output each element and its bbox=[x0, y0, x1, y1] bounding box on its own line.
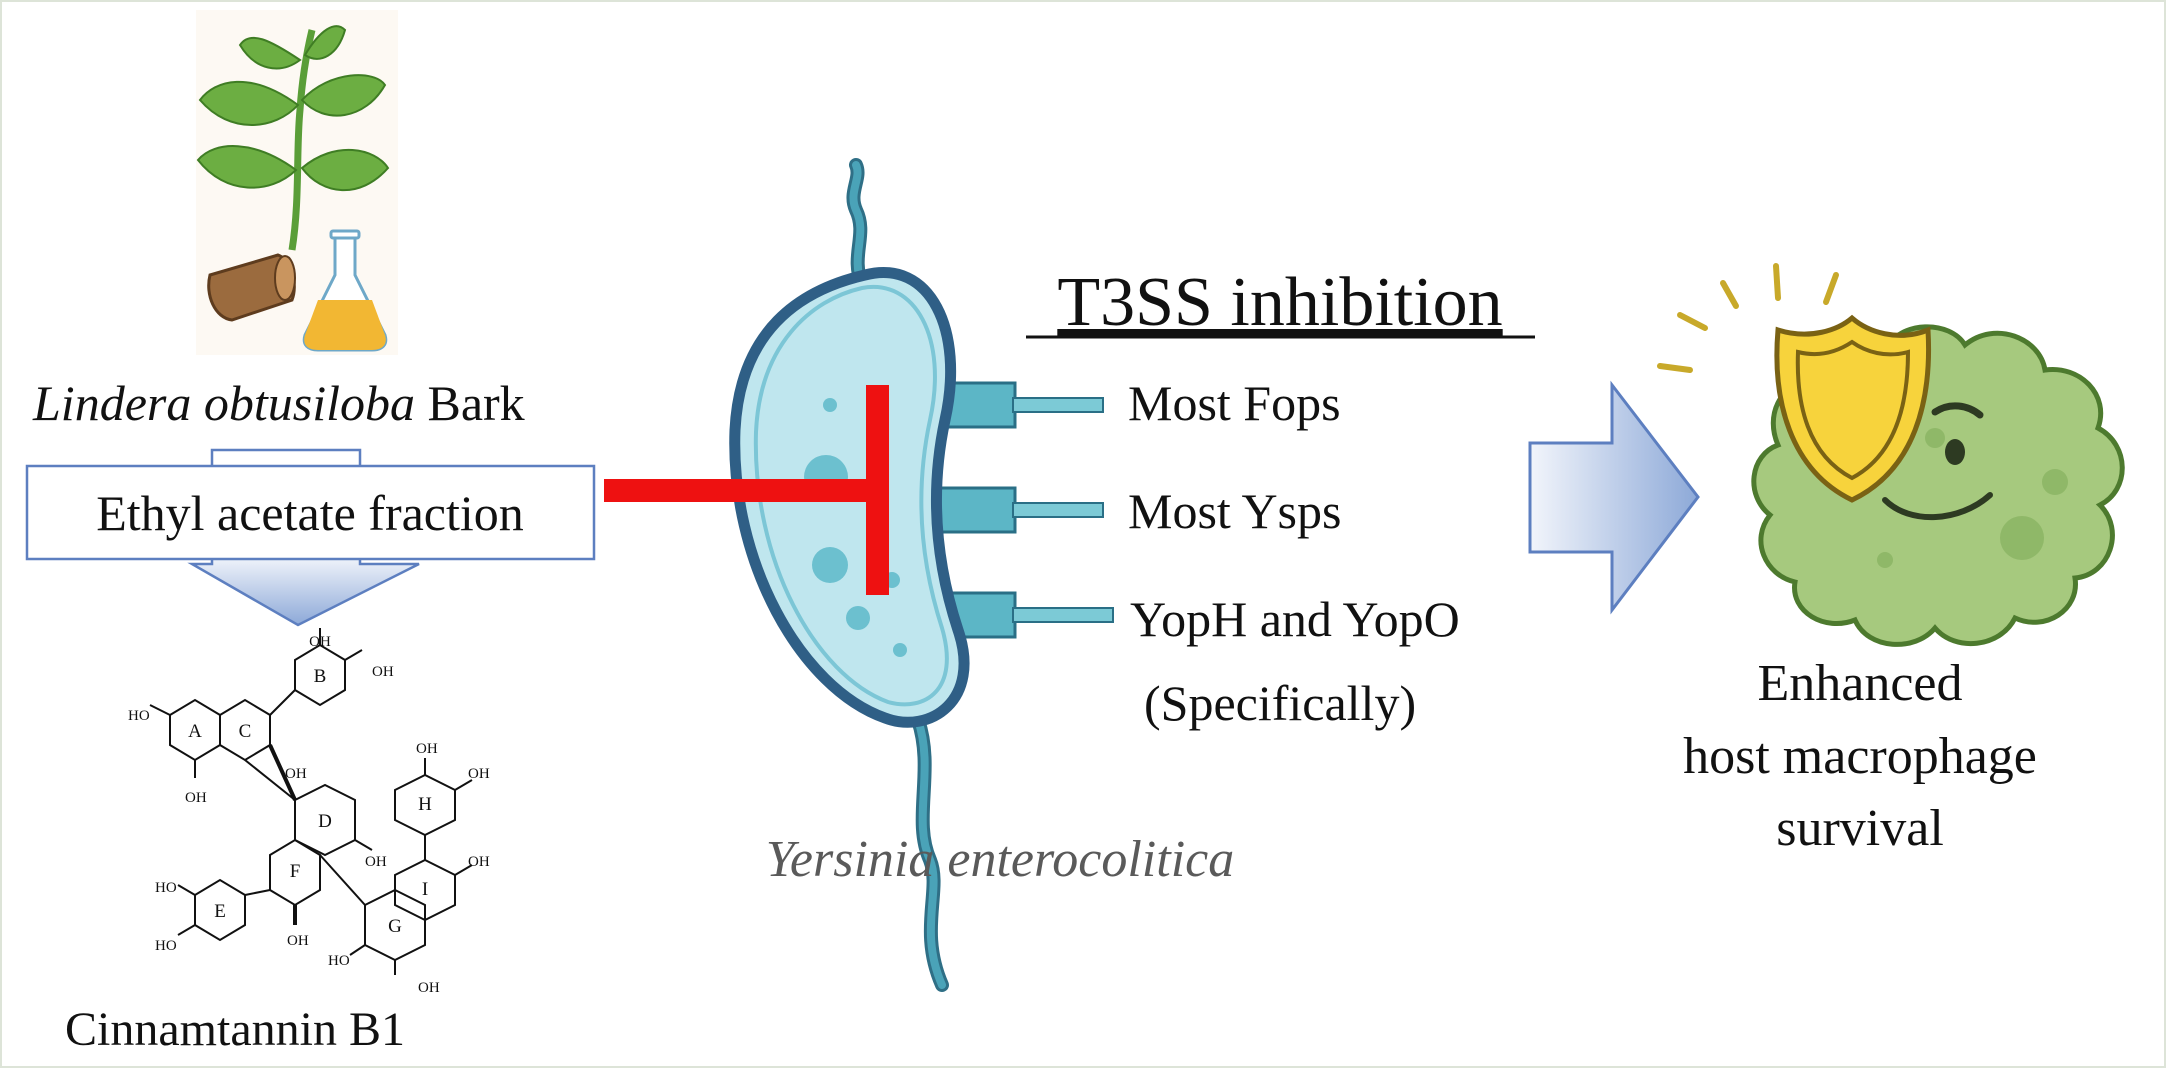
plant-leaves bbox=[196, 25, 390, 192]
oh-label-h2: OH bbox=[468, 766, 490, 782]
ho-label-g: HO bbox=[328, 953, 350, 969]
inhibition-bar-vertical bbox=[866, 385, 889, 595]
bacterium-inner-membrane bbox=[753, 284, 949, 707]
secretion-systems bbox=[933, 381, 1114, 639]
shield-glow-rays bbox=[1657, 263, 1839, 373]
plant-species-name: Lindera obtusiloba bbox=[32, 375, 415, 431]
t3ss-item-ysps: Most Ysps bbox=[1128, 483, 1341, 539]
outcome-line-3: survival bbox=[1776, 800, 1944, 857]
bacterium-name: Yersinia enterocolitica bbox=[766, 831, 1234, 888]
outcome-line-2: host macrophage bbox=[1683, 728, 2037, 785]
t3ss-item-yoph-yopo: YopH and YopO bbox=[1130, 591, 1460, 647]
fraction-label: Ethyl acetate fraction bbox=[96, 485, 524, 541]
ring-label-i: I bbox=[422, 879, 428, 900]
ho-label-a: HO bbox=[128, 708, 150, 724]
oh-label-b1: OH bbox=[309, 634, 331, 650]
bark-piece bbox=[207, 253, 296, 322]
oh-label-h1: OH bbox=[416, 741, 438, 757]
ring-label-a: A bbox=[188, 721, 202, 742]
ring-label-b: B bbox=[314, 666, 327, 687]
t3ss-item-fops: Most Fops bbox=[1128, 375, 1341, 431]
plant-part-name: Bark bbox=[427, 375, 524, 431]
right-arrow bbox=[1528, 380, 1700, 615]
flagellum-bottom bbox=[914, 716, 946, 989]
plant-caption: Lindera obtusiloba Bark bbox=[32, 375, 525, 431]
macrophage-smile bbox=[1882, 492, 1993, 520]
ring-label-h: H bbox=[418, 794, 432, 815]
t3ss-heading: T3SS inhibition bbox=[1057, 264, 1502, 341]
inhibition-symbol bbox=[604, 385, 889, 595]
shield-icon bbox=[1774, 314, 1932, 503]
ring-label-d: D bbox=[318, 811, 332, 832]
outcome-line-1: Enhanced bbox=[1757, 655, 1962, 712]
down-arrow bbox=[187, 554, 420, 627]
fraction-box bbox=[25, 464, 596, 561]
oh-label-i: OH bbox=[468, 854, 490, 870]
ring-label-e: E bbox=[214, 901, 226, 922]
macrophage-eyebrow bbox=[1931, 402, 1984, 419]
ring-label-f: F bbox=[290, 861, 301, 882]
flask bbox=[302, 229, 388, 352]
macrophage-eye-right bbox=[1945, 439, 1965, 465]
oh-label-f: OH bbox=[287, 933, 309, 949]
ring-label-g: G bbox=[388, 916, 402, 937]
oh-label-b2: OH bbox=[372, 664, 394, 680]
flagellum-top bbox=[849, 161, 866, 289]
oh-label-d: OH bbox=[365, 854, 387, 870]
inhibition-bar-horizontal bbox=[604, 479, 879, 502]
oh-label-c: OH bbox=[285, 766, 307, 782]
macrophage-illustration bbox=[1657, 263, 2125, 647]
oh-label-a: OH bbox=[185, 790, 207, 806]
oh-label-g: OH bbox=[418, 980, 440, 996]
compound-name: Cinnamtannin B1 bbox=[65, 1003, 405, 1056]
chemical-labels: A B C D E F G H I OH OH HO OH OH OH HO H… bbox=[128, 634, 490, 996]
t3ss-item-specifically: (Specifically) bbox=[1144, 675, 1416, 731]
ring-label-c: C bbox=[239, 721, 252, 742]
chemical-structure bbox=[149, 628, 473, 975]
macrophage-spots bbox=[1877, 428, 2068, 568]
ho-label-e1: HO bbox=[155, 880, 177, 896]
ho-label-e2: HO bbox=[155, 938, 177, 954]
plant-illustration bbox=[196, 10, 398, 355]
